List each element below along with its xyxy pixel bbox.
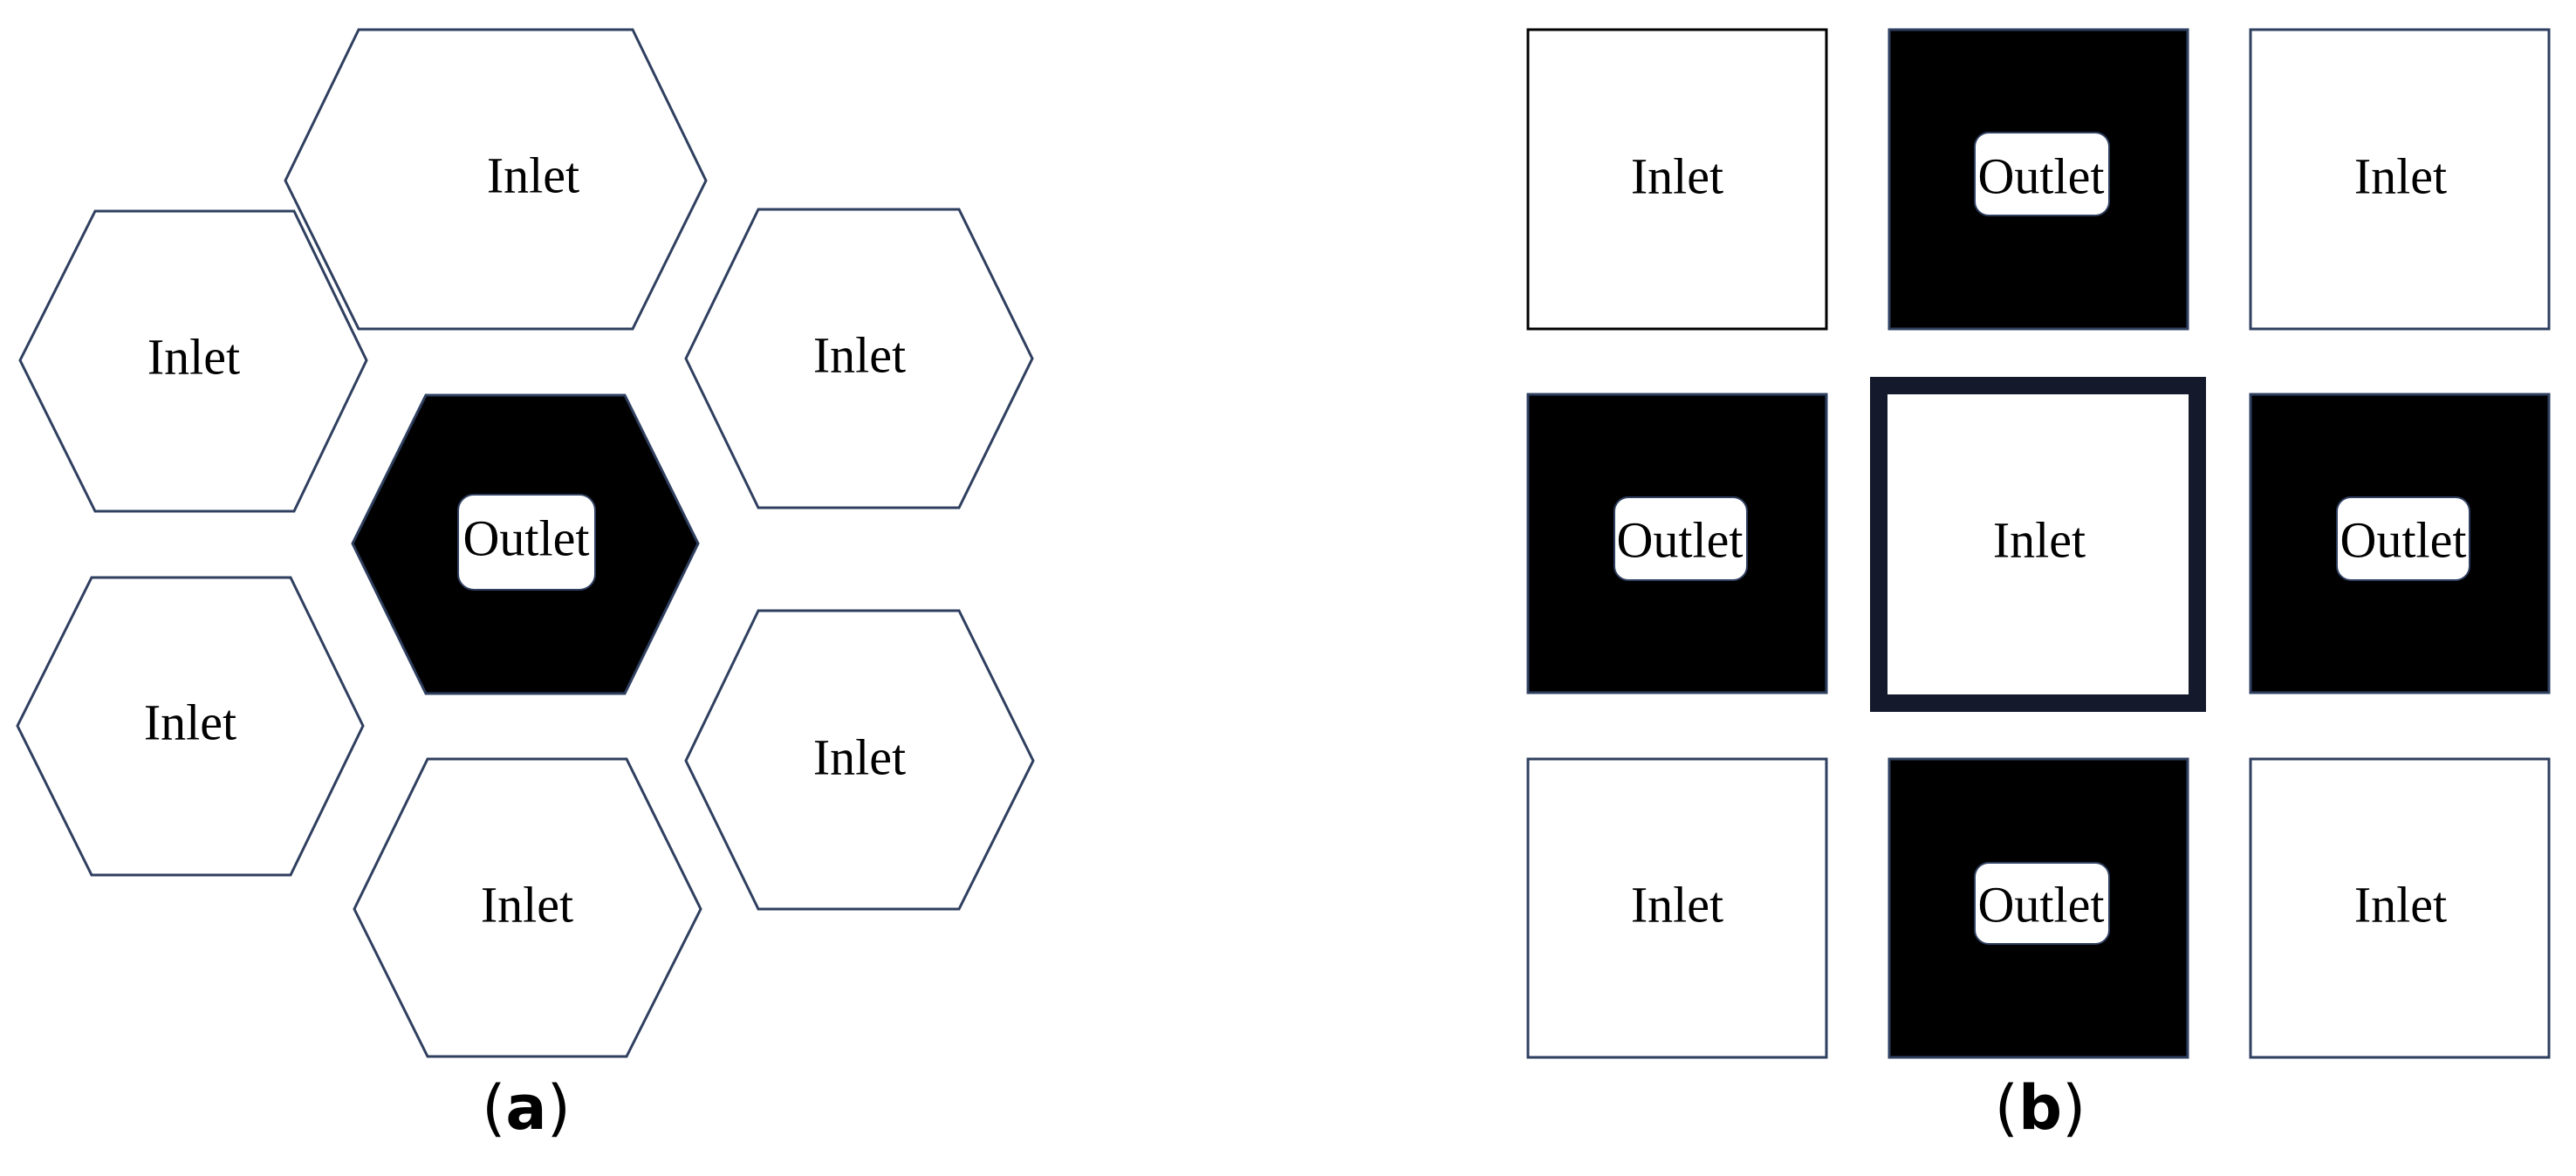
square-cell-r2c3: Outlet: [2249, 393, 2551, 694]
outlet-label-box: [2336, 496, 2470, 581]
hex-shape: [284, 28, 708, 331]
hex-shape: [684, 208, 1034, 509]
square-label: Inlet: [2354, 147, 2447, 204]
hex-label: Inlet: [147, 328, 240, 385]
hex-shape: [684, 609, 1035, 911]
square-label: Outlet: [2340, 511, 2467, 568]
square-cell-r1c1: Inlet: [1526, 28, 1828, 331]
hex-label: Inlet: [813, 326, 906, 383]
square-shape: [1526, 757, 1828, 1059]
hex-cell-lower-right: Inlet: [684, 609, 1035, 911]
square-label: Inlet: [1631, 147, 1723, 204]
square-label: Inlet: [1993, 511, 2086, 568]
square-shape: [2249, 28, 2551, 331]
hex-shape: [16, 576, 365, 877]
square-cell-r3c2: Outlet: [1887, 757, 2189, 1059]
hex-label: Inlet: [144, 694, 236, 750]
outlet-label-box: [1974, 132, 2110, 216]
outlet-label-box: [457, 494, 596, 591]
hex-cell-upper-left: Inlet: [18, 209, 368, 513]
square-shape: [2249, 757, 2551, 1059]
hex-cell-top: Inlet: [284, 28, 708, 331]
hex-label: Inlet: [813, 728, 906, 785]
panel-b: Inlet Outlet Inlet Outlet Inlet Outlet: [1526, 28, 2551, 1144]
square-shape: [1526, 28, 1828, 331]
outlet-label-box: [1613, 496, 1748, 581]
square-label: Outlet: [1617, 511, 1744, 568]
hex-label: Outlet: [463, 509, 590, 566]
hex-shape: [18, 209, 368, 513]
square-cell-r3c1: Inlet: [1526, 757, 1828, 1059]
hex-cell-bottom: Inlet: [353, 757, 702, 1058]
square-cell-r1c3: Inlet: [2249, 28, 2551, 331]
panel-a: Inlet Inlet Inlet Outlet Inlet Inlet: [16, 28, 1035, 1144]
square-label: Outlet: [1978, 876, 2105, 933]
hex-cell-lower-left: Inlet: [16, 576, 365, 877]
square-label: Inlet: [2354, 876, 2447, 933]
hex-cell-upper-right: Inlet: [684, 208, 1034, 509]
outlet-label-box: [1974, 862, 2110, 945]
square-shape: [1870, 377, 2206, 712]
square-cell-r3c3: Inlet: [2249, 757, 2551, 1059]
square-label: Outlet: [1978, 147, 2105, 204]
panel-a-caption: (a): [482, 1072, 571, 1144]
hex-shape: [353, 757, 702, 1058]
square-cell-r2c2: Inlet: [1870, 377, 2206, 712]
hex-label: Inlet: [481, 876, 573, 933]
hex-label: Inlet: [487, 147, 579, 203]
hex-cell-center: Outlet: [351, 393, 700, 695]
square-label: Inlet: [1631, 876, 1723, 933]
square-cell-r2c1: Outlet: [1526, 393, 1828, 694]
panel-b-caption: (b): [1995, 1072, 2086, 1144]
square-cell-r1c2: Outlet: [1887, 28, 2189, 331]
